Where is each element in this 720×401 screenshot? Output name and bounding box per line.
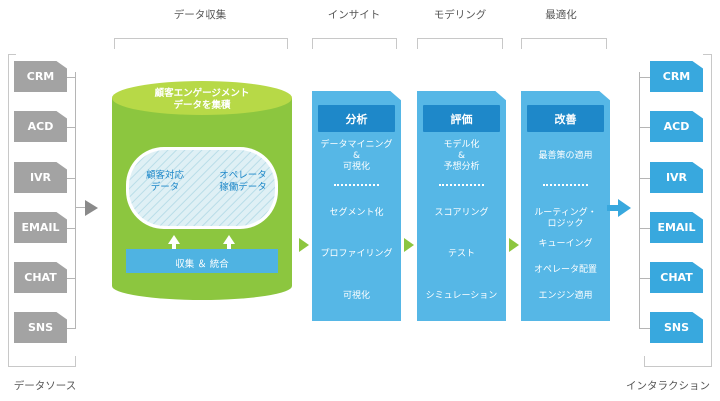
channel-connector [639,127,650,128]
source-connector [67,328,76,329]
channel-bracket-line [711,54,712,364]
column-top-line: 最善策の適用 [538,151,593,161]
column-top-line: & [457,151,466,161]
channel-bracket-tick-top [703,54,711,55]
header-optimization: 最適化 [545,9,577,21]
column-item: オペレータ配置 [533,265,597,275]
source-bracket-line [8,54,9,364]
stage-arrow-2-icon [404,238,414,252]
channel-connector [639,328,650,329]
cylinder-title-line1: 顧客エンゲージメント [154,88,250,99]
source-connector [67,77,76,78]
header-insight: インサイト [327,9,381,21]
channel-arrow-icon [607,205,621,211]
channel-tag-acd: ACD [650,111,703,142]
cylinder-title: 顧客エンゲージメント データを集積 [110,88,294,112]
left-label-line1: 顧客対応 [145,170,184,181]
column-item: キューイング [538,239,593,249]
bracket-modeling [417,38,503,49]
column-top-line: 予想分析 [443,162,480,172]
column-item: セグメント化 [329,208,384,218]
channel-tag-sns: SNS [650,312,703,343]
source-tag-crm: CRM [14,61,67,92]
cylinder-title-line2: データを集積 [173,100,231,111]
stage-arrow-3-icon [509,238,519,252]
source-connector-vertical [75,72,76,328]
channel-connector-vertical [639,72,640,328]
column-title: 改善 [527,105,604,132]
column-evaluation: 評価 モデル化 & 予想分析 スコアリング テスト シミュレーション [417,91,506,321]
source-connector [67,228,76,229]
column-divider [543,184,588,186]
column-divider [334,184,379,186]
source-bracket-tick-top [8,54,16,55]
data-cylinder [112,81,292,300]
cylinder-left-label: 顧客対応 データ [135,170,195,194]
source-tag-sns: SNS [14,312,67,343]
source-connector [67,278,76,279]
channel-tag-chat: CHAT [650,262,703,293]
column-item: テスト [447,249,475,259]
column-item: ロジック [547,219,584,229]
column-title: 分析 [318,105,395,132]
bracket-optimization [521,38,607,49]
channel-tag-email: EMAIL [650,212,703,243]
source-tag-ivr: IVR [14,162,67,193]
source-arrow-icon [85,200,98,216]
source-tag-chat: CHAT [14,262,67,293]
column-top-line: モデル化 [443,140,480,150]
source-connector-stub [75,207,85,208]
bracket-insight [312,38,397,49]
source-tag-email: EMAIL [14,212,67,243]
right-label-line1: オペレータ [219,170,267,181]
source-connector [67,127,76,128]
source-tag-acd: ACD [14,111,67,142]
column-top-line: 可視化 [342,162,370,172]
column-analysis: 分析 データマイニング & 可視化 セグメント化 プロファイリング 可視化 [312,91,401,321]
channel-bracket-bottom [644,356,712,367]
column-item: ルーティング・ [534,208,597,218]
channel-tag-crm: CRM [650,61,703,92]
footer-interaction: インタラクション [626,380,710,392]
cylinder-right-label: オペレータ 稼働データ [212,170,274,194]
column-title: 評価 [423,105,500,132]
stage-arrow-1-icon [299,238,309,252]
right-label-line2: 稼働データ [219,182,267,193]
channel-connector [639,178,650,179]
cylinder-bar-label: 収集 ＆ 統合 [175,259,229,270]
column-improvement: 改善 最善策の適用 ルーティング・ ロジック キューイング オペレータ配置 エン… [521,91,610,321]
channel-tag-ivr: IVR [650,162,703,193]
source-bracket-bottom [8,356,76,367]
column-divider [439,184,484,186]
source-connector [67,178,76,179]
column-item: プロファイリング [320,249,393,259]
header-modeling: モデリング [433,9,487,21]
column-item: エンジン適用 [538,291,593,301]
column-item: スコアリング [434,208,489,218]
channel-connector [639,228,650,229]
header-data-collection: データ収集 [173,9,227,21]
left-label-line2: データ [150,182,180,193]
channel-connector [639,77,650,78]
channel-arrow-head-icon [618,199,631,217]
bracket-data-collection [114,38,288,49]
column-item: シミュレーション [425,291,498,301]
footer-data-source: データソース [13,380,77,392]
column-item: 可視化 [342,291,370,301]
column-top-line: & [352,151,361,161]
column-top-line: データマイニング [320,140,393,150]
channel-connector [639,278,650,279]
